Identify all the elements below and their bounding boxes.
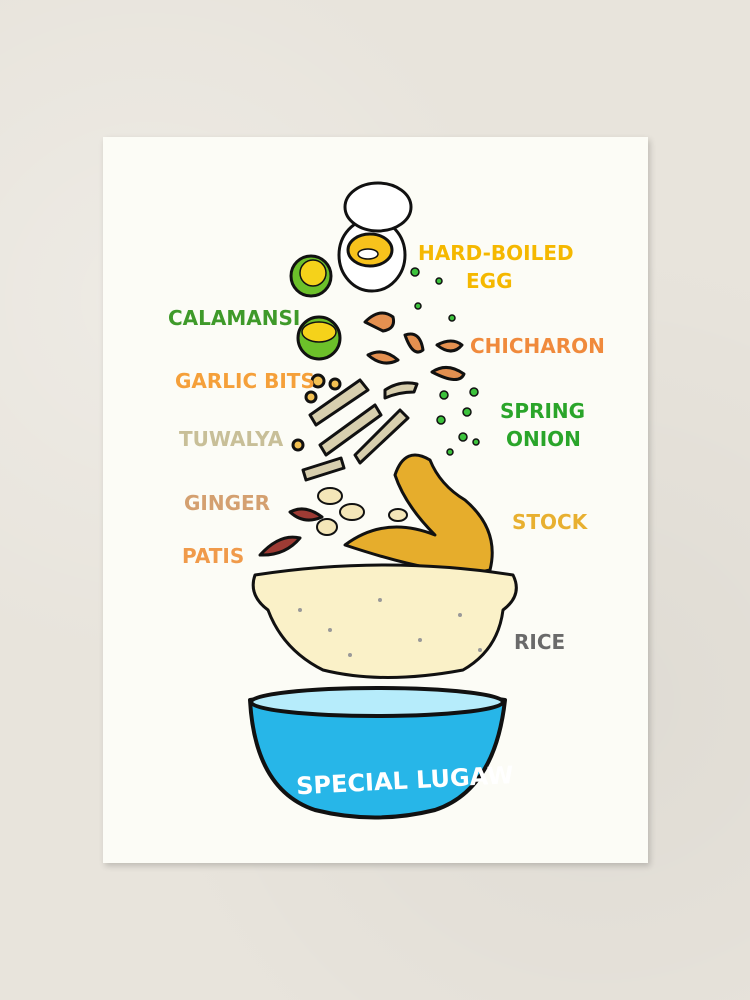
label-chicharon: CHICHARON [470,334,605,358]
label-patis: PATIS [182,544,244,568]
label-garlic-bits: GARLIC BITS [175,369,315,393]
label-calamansi: CALAMANSI [168,306,300,330]
label-spring-onion-line1: SPRING [500,399,585,423]
calamansi-illustration [289,254,342,361]
chicharon-illustration [363,311,466,381]
spring-onion-illustration [410,267,480,456]
rice-illustration [251,563,518,679]
label-hard-boiled-egg-line1: HARD-BOILED [418,241,574,265]
stock-illustration [343,453,494,574]
patis-illustration [258,507,324,557]
garlic-illustration [291,373,342,452]
label-ginger: GINGER [184,491,270,515]
bowl-illustration [248,686,507,820]
label-tuwalya: TUWALYA [179,427,284,451]
egg-illustration [337,181,413,293]
tuwalya-illustration [301,378,419,482]
label-hard-boiled-egg-line2: EGG [466,269,513,293]
ginger-illustration [316,487,408,536]
label-stock: STOCK [512,510,589,534]
label-rice: RICE [514,630,565,654]
label-spring-onion-line2: ONION [506,427,581,451]
